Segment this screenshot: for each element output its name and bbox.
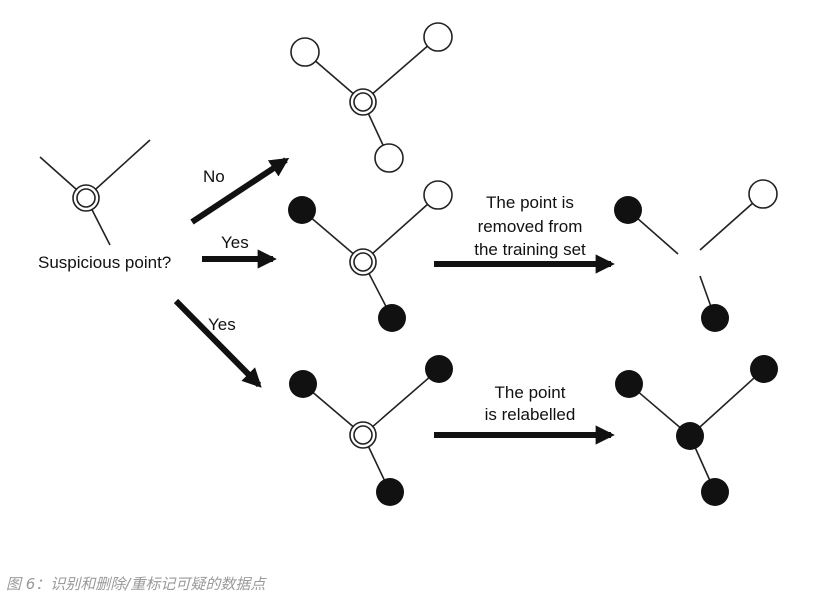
- suspicious-node-inner: [76, 188, 96, 208]
- node-filled: [289, 370, 317, 398]
- edge: [85, 139, 151, 199]
- removed-text-line1: The point is: [486, 193, 574, 212]
- node-empty: [423, 22, 453, 52]
- edge: [362, 368, 440, 436]
- center-node-inner: [353, 425, 373, 445]
- removed-text-line2: removed from: [478, 217, 583, 236]
- graph-remove-after: [614, 179, 778, 332]
- node-filled: [378, 304, 406, 332]
- node-filled: [376, 478, 404, 506]
- center-node-inner: [353, 92, 373, 112]
- relabelled-text-line2: is relabelled: [485, 405, 576, 424]
- question-label: Suspicious point?: [38, 253, 171, 272]
- node-filled: [701, 304, 729, 332]
- node-filled: [701, 478, 729, 506]
- edge: [362, 194, 439, 263]
- edge: [362, 36, 439, 103]
- relabelled-center-node: [676, 422, 704, 450]
- branch-yes-label-1: Yes: [221, 233, 249, 252]
- node-empty: [748, 179, 778, 209]
- figure-caption: 图 6：识别和删除/重标记可疑的数据点: [6, 575, 266, 593]
- removed-text-line3: the training set: [474, 240, 586, 259]
- relabelled-text-line1: The point: [495, 383, 566, 402]
- branch-no-label: No: [203, 167, 225, 186]
- graph-relabel-after: [615, 355, 778, 506]
- suspicious-point-graph: [39, 139, 151, 246]
- center-node-inner: [353, 252, 373, 272]
- node-empty: [374, 143, 404, 173]
- graph-no-branch: [290, 22, 453, 173]
- arrow-no: [190, 157, 290, 225]
- graph-relabel-before: [289, 355, 453, 506]
- graph-remove-before: [288, 180, 453, 332]
- diagram-svg: Suspicious point? No Yes Yes The point i…: [38, 22, 778, 506]
- node-filled: [288, 196, 316, 224]
- node-filled: [614, 196, 642, 224]
- node-empty: [423, 180, 453, 210]
- node-filled: [750, 355, 778, 383]
- edge: [689, 368, 765, 437]
- node-filled: [425, 355, 453, 383]
- branch-yes-label-2: Yes: [208, 315, 236, 334]
- arrow-yes-relabel: [173, 298, 262, 388]
- node-filled: [615, 370, 643, 398]
- node-empty: [290, 37, 320, 67]
- diagram-canvas: Suspicious point? No Yes Yes The point i…: [38, 22, 778, 506]
